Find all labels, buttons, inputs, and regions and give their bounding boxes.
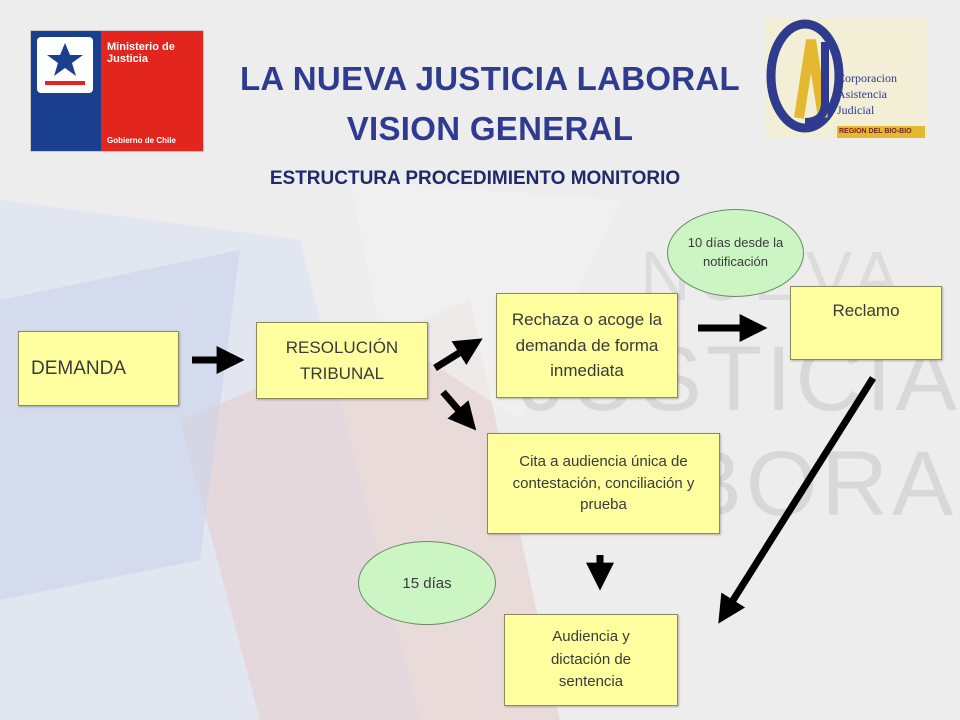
node-audiencia: Audiencia y dictación de sentencia <box>504 614 678 706</box>
node-rechaza-label: Rechaza o acoge la demanda de forma inme… <box>511 310 663 381</box>
page-title-line1: LA NUEVA JUSTICIA LABORAL <box>239 60 741 97</box>
node-reclamo-label: Reclamo <box>832 301 900 320</box>
plazo-15-dias-label: 15 días <box>402 574 452 592</box>
node-cita: Cita a audiencia única de contestación, … <box>487 433 720 534</box>
logo-red-panel: Ministerio de Justicia Gobierno de Chile <box>101 31 203 151</box>
ministerio-justicia-logo: Ministerio de Justicia Gobierno de Chile <box>30 30 204 152</box>
caj-monogram-icon <box>765 18 927 138</box>
caj-line1: Corporacion <box>837 71 897 85</box>
caj-logo: Corporacion Asistencia Judicial REGION D… <box>765 18 927 138</box>
node-demanda: DEMANDA <box>18 331 179 406</box>
logo-blue-panel <box>31 31 101 151</box>
node-rechaza: Rechaza o acoge la demanda de forma inme… <box>496 293 678 398</box>
node-reclamo: Reclamo <box>790 286 942 360</box>
plazo-10-dias-label: 10 días desde la notificación <box>687 235 784 269</box>
caj-line3: Judicial <box>837 103 875 118</box>
plazo-10-dias: 10 días desde la notificación <box>667 209 804 297</box>
chile-crest-icon <box>37 37 93 93</box>
caj-line2: Asistencia <box>837 87 887 102</box>
node-resolucion-label: RESOLUCIÓN TRIBUNAL <box>285 338 399 383</box>
logo-ministerio-line1: Ministerio de <box>107 41 175 53</box>
logo-gobierno: Gobierno de Chile <box>107 136 176 145</box>
page-title-line2: VISION GENERAL <box>346 110 634 147</box>
node-audiencia-label: Audiencia y dictación de sentencia <box>550 628 632 691</box>
page-subtitle: ESTRUCTURA PROCEDIMIENTO MONITORIO <box>269 168 681 189</box>
caj-region: REGION DEL BIO-BIO <box>837 126 925 138</box>
node-cita-label: Cita a audiencia única de contestación, … <box>512 452 695 514</box>
node-resolucion: RESOLUCIÓN TRIBUNAL <box>256 322 428 399</box>
caj-name: Corporacion Asistencia Judicial <box>837 70 897 119</box>
plazo-15-dias: 15 días <box>358 541 496 625</box>
node-demanda-label: DEMANDA <box>31 357 127 379</box>
logo-ministerio-line2: Justicia <box>107 53 148 65</box>
